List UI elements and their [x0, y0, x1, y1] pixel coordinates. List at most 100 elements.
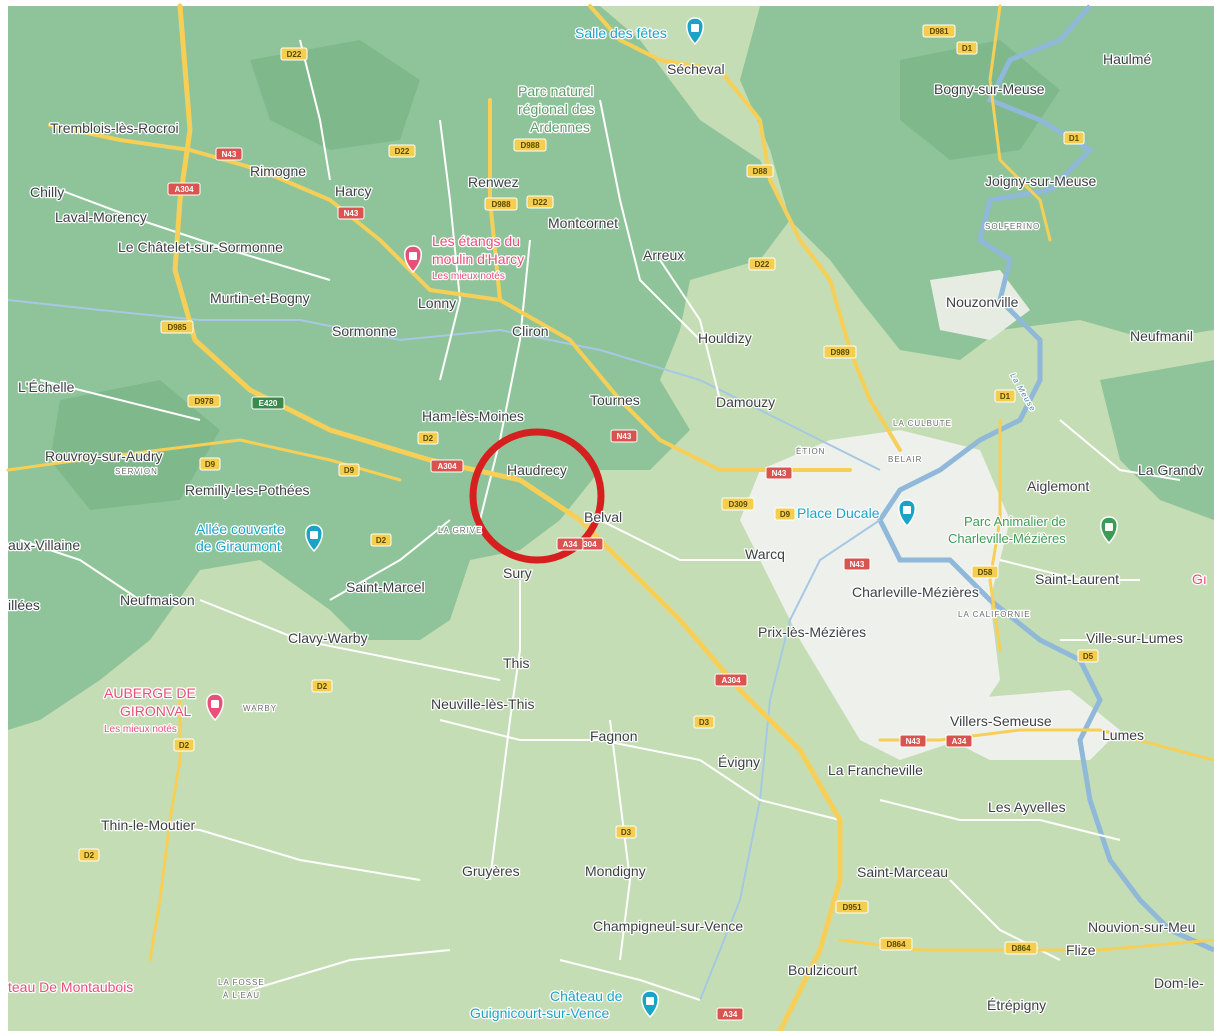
poi-label-chateau2[interactable]: Guignicourt-sur-Vence [469, 1004, 611, 1023]
road-shield-label: D9 [205, 460, 216, 469]
place-label-gruyeres: Gruyères [462, 863, 520, 879]
road-shield-label: A34 [952, 737, 967, 746]
road-shield-d1: D1 [956, 41, 978, 55]
highlight-circle[interactable] [469, 428, 605, 564]
map-frame-left [0, 0, 8, 1031]
road-shield-label: A304 [437, 462, 457, 471]
place-label-villelumes: Ville-sur-Lumes [1086, 630, 1183, 646]
poi-label-auberge3[interactable]: Les mieux notés [103, 723, 178, 737]
place-label-haulme: Haulmé [1103, 51, 1151, 67]
road-shield-a34: A34 [716, 1007, 744, 1021]
place-label-charleville: Charleville-Mézières [852, 584, 979, 600]
road-shield-d978: D978 [187, 394, 221, 408]
poi-label-parc_naturel1[interactable]: Parc naturel [517, 82, 595, 101]
place-label-aiglemont: Aiglemont [1027, 478, 1089, 494]
poi-label-allee2[interactable]: de Giraumont [195, 537, 282, 556]
poi-label-parc_naturel2[interactable]: régional des [517, 100, 596, 119]
poi-label-parcanimalier2[interactable]: Charleville-Mézières [947, 530, 1068, 548]
road-shield-label: D5 [1083, 652, 1094, 661]
road-shield-n43: N43 [610, 429, 638, 443]
locality-label-lafosse1: LA FOSSE [218, 978, 265, 987]
locality-label-belair: BELAIR [888, 455, 922, 464]
road-shield-label: A34 [563, 540, 578, 549]
castle-icon[interactable] [641, 990, 659, 1019]
road-shield-d2: D2 [311, 679, 333, 693]
place-label-sormonne: Sormonne [332, 323, 397, 339]
road-shield-label: D58 [978, 568, 993, 577]
place-label-thin: Thin-le-Moutier [101, 817, 195, 833]
place-label-bogny: Bogny-sur-Meuse [934, 81, 1045, 97]
road-shield-d864: D864 [879, 937, 913, 951]
poi-label-auberge2[interactable]: GIRONVAL [119, 702, 193, 721]
monument-icon[interactable] [305, 524, 323, 553]
road-shield-a304: A304 [167, 182, 201, 196]
road-shield-a34: A34 [945, 734, 973, 748]
road-shield-d985: D985 [160, 320, 194, 334]
poi-label-parcanimalier1[interactable]: Parc Animalier de [963, 513, 1067, 531]
road-shield-label: N43 [772, 469, 787, 478]
place-label-champigneul: Champigneul-sur-Vence [593, 918, 743, 934]
poi-label-montaubois[interactable]: teau De Montaubois [7, 978, 135, 997]
forest-area-west [8, 6, 790, 730]
road-shield-label: D2 [376, 536, 387, 545]
road-shield-label: N43 [222, 150, 237, 159]
road-shield-n43: N43 [899, 734, 927, 748]
urban-area-villers [950, 690, 1120, 760]
road-shield-d22: D22 [280, 47, 308, 61]
poi-label-chateau1[interactable]: Château de [549, 987, 624, 1006]
place-label-francheville: La Francheville [828, 762, 923, 778]
locality-label-lagrive: LA GRIVE [438, 526, 482, 535]
poi-label-auberge1[interactable]: AUBERGE DE [103, 684, 197, 703]
place-label-houldizy: Houldizy [698, 330, 752, 346]
locality-label-solferino: SOLFERINO [985, 222, 1040, 231]
forest-area-dark-2 [900, 40, 1060, 160]
place-label-ham: Ham-lès-Moines [422, 408, 524, 424]
poi-label-parc_naturel3[interactable]: Ardennes [529, 118, 591, 137]
place-label-arreux: Arreux [643, 247, 684, 263]
road-shield-d9: D9 [774, 507, 796, 521]
place-label-villers: Villers-Semeuse [950, 713, 1052, 729]
poi-label-allee1[interactable]: Allée couverte [195, 520, 286, 539]
road-shield-label: D2 [179, 741, 190, 750]
road-shield-a304: A304 [430, 459, 464, 473]
poi-label-etangs2[interactable]: moulin d'Harcy [431, 250, 526, 269]
place-label-rimogne: Rimogne [250, 163, 306, 179]
road-shield-label: D22 [755, 260, 770, 269]
place-label-neuville: Neuville-lès-This [431, 696, 534, 712]
road-shield-d22: D22 [388, 144, 416, 158]
place-label-lagrand: La Grandv [1138, 462, 1203, 478]
road-shield-label: D309 [728, 500, 748, 509]
urban-area-charleville [740, 430, 1010, 760]
road-shield-label: N43 [906, 737, 921, 746]
road-shield-label: D1 [1069, 134, 1080, 143]
monument-icon[interactable] [898, 499, 916, 528]
place-label-warcq: Warcq [745, 546, 785, 562]
forest-area-east [1100, 360, 1214, 520]
poi-label-salle[interactable]: Salle des fêtes [574, 24, 668, 43]
place-label-saintmarceau: Saint-Marceau [857, 864, 948, 880]
poi-label-placeducale[interactable]: Place Ducale [796, 504, 881, 523]
road-shield-label: A304 [577, 540, 597, 549]
river-meuse [877, 4, 1214, 953]
road-shield-d1: D1 [1063, 131, 1085, 145]
hotel-icon[interactable] [404, 245, 422, 274]
hotel-icon[interactable] [206, 693, 224, 722]
map-frame-top [0, 0, 1214, 6]
building-icon[interactable] [686, 17, 704, 46]
paw-icon[interactable] [1100, 516, 1118, 545]
place-label-tremblois: Tremblois-lès-Rocroi [50, 120, 179, 136]
place-label-damouzy: Damouzy [716, 394, 775, 410]
poi-label-etangs1[interactable]: Les étangs du [431, 232, 521, 251]
place-label-sury: Sury [503, 565, 532, 581]
place-label-nouzonville: Nouzonville [946, 294, 1019, 310]
place-label-cliron: Cliron [512, 323, 549, 339]
poi-label-gr[interactable]: Gı [1191, 570, 1208, 589]
road-shield-d1: D1 [994, 389, 1016, 403]
place-label-echelle: L'Échelle [18, 379, 75, 395]
road-shield-label: D989 [830, 348, 850, 357]
road-shield-label: D1 [1000, 392, 1011, 401]
poi-label-etangs3[interactable]: Les mieux notés [431, 270, 506, 284]
